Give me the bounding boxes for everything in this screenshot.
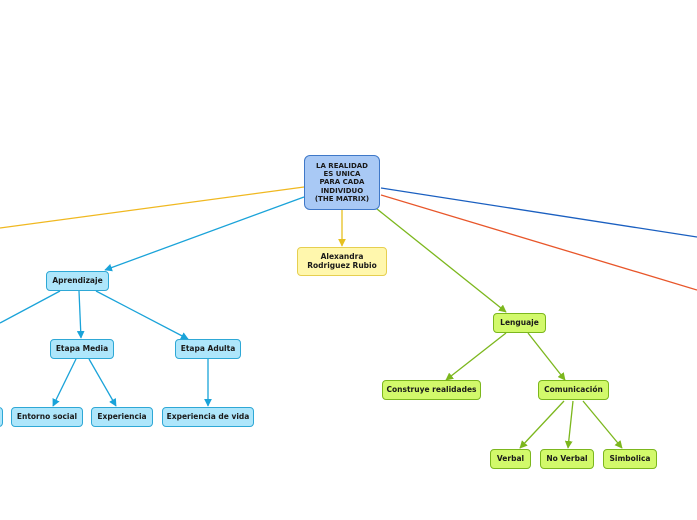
connector-root-left-yellow	[0, 186, 305, 229]
node-author[interactable]: Alexandra Rodriguez Rubio	[297, 247, 387, 276]
connector-aprendizaje-left	[0, 290, 61, 324]
connector-root-orange	[380, 194, 697, 291]
node-no-verbal[interactable]: No Verbal	[540, 449, 594, 469]
connector-media-entorno	[52, 358, 77, 407]
connector-comunicacion-verbal	[519, 400, 565, 449]
connector-root-aprendizaje	[104, 196, 305, 272]
connector-lenguaje-construye	[445, 332, 507, 381]
node-verbal[interactable]: Verbal	[490, 449, 531, 469]
connector-aprendizaje-media	[76, 290, 85, 339]
node-aprendizaje[interactable]: Aprendizaje	[46, 271, 109, 291]
node-comunicacion[interactable]: Comunicación	[538, 380, 609, 400]
connector-comunicacion-noverbal	[564, 400, 574, 449]
connector-comunicacion-simbolica	[582, 400, 623, 449]
node-simbolica[interactable]: Simbolica	[603, 449, 657, 469]
node-etapa-media[interactable]: Etapa Media	[50, 339, 114, 359]
node-central-topic[interactable]: LA REALIDAD ES UNICA PARA CADA INDIVIDUO…	[304, 155, 380, 210]
node-entorno-social[interactable]: Entorno social	[11, 407, 83, 427]
node-etapa-adulta[interactable]: Etapa Adulta	[175, 339, 241, 359]
node-offscreen-left[interactable]	[0, 407, 3, 427]
node-experiencia[interactable]: Experiencia	[91, 407, 153, 427]
node-experiencia-de-vida[interactable]: Experiencia de vida	[162, 407, 254, 427]
connector-root-lenguaje	[376, 208, 507, 313]
connector-aprendizaje-adulta	[95, 290, 189, 340]
node-lenguaje[interactable]: Lenguaje	[493, 313, 546, 333]
connector-media-experiencia	[88, 358, 117, 407]
node-construye-realidades[interactable]: Construye realidades	[382, 380, 481, 400]
connector-root-dark-blue	[380, 187, 697, 238]
connector-lenguaje-comunicacion	[527, 332, 566, 381]
